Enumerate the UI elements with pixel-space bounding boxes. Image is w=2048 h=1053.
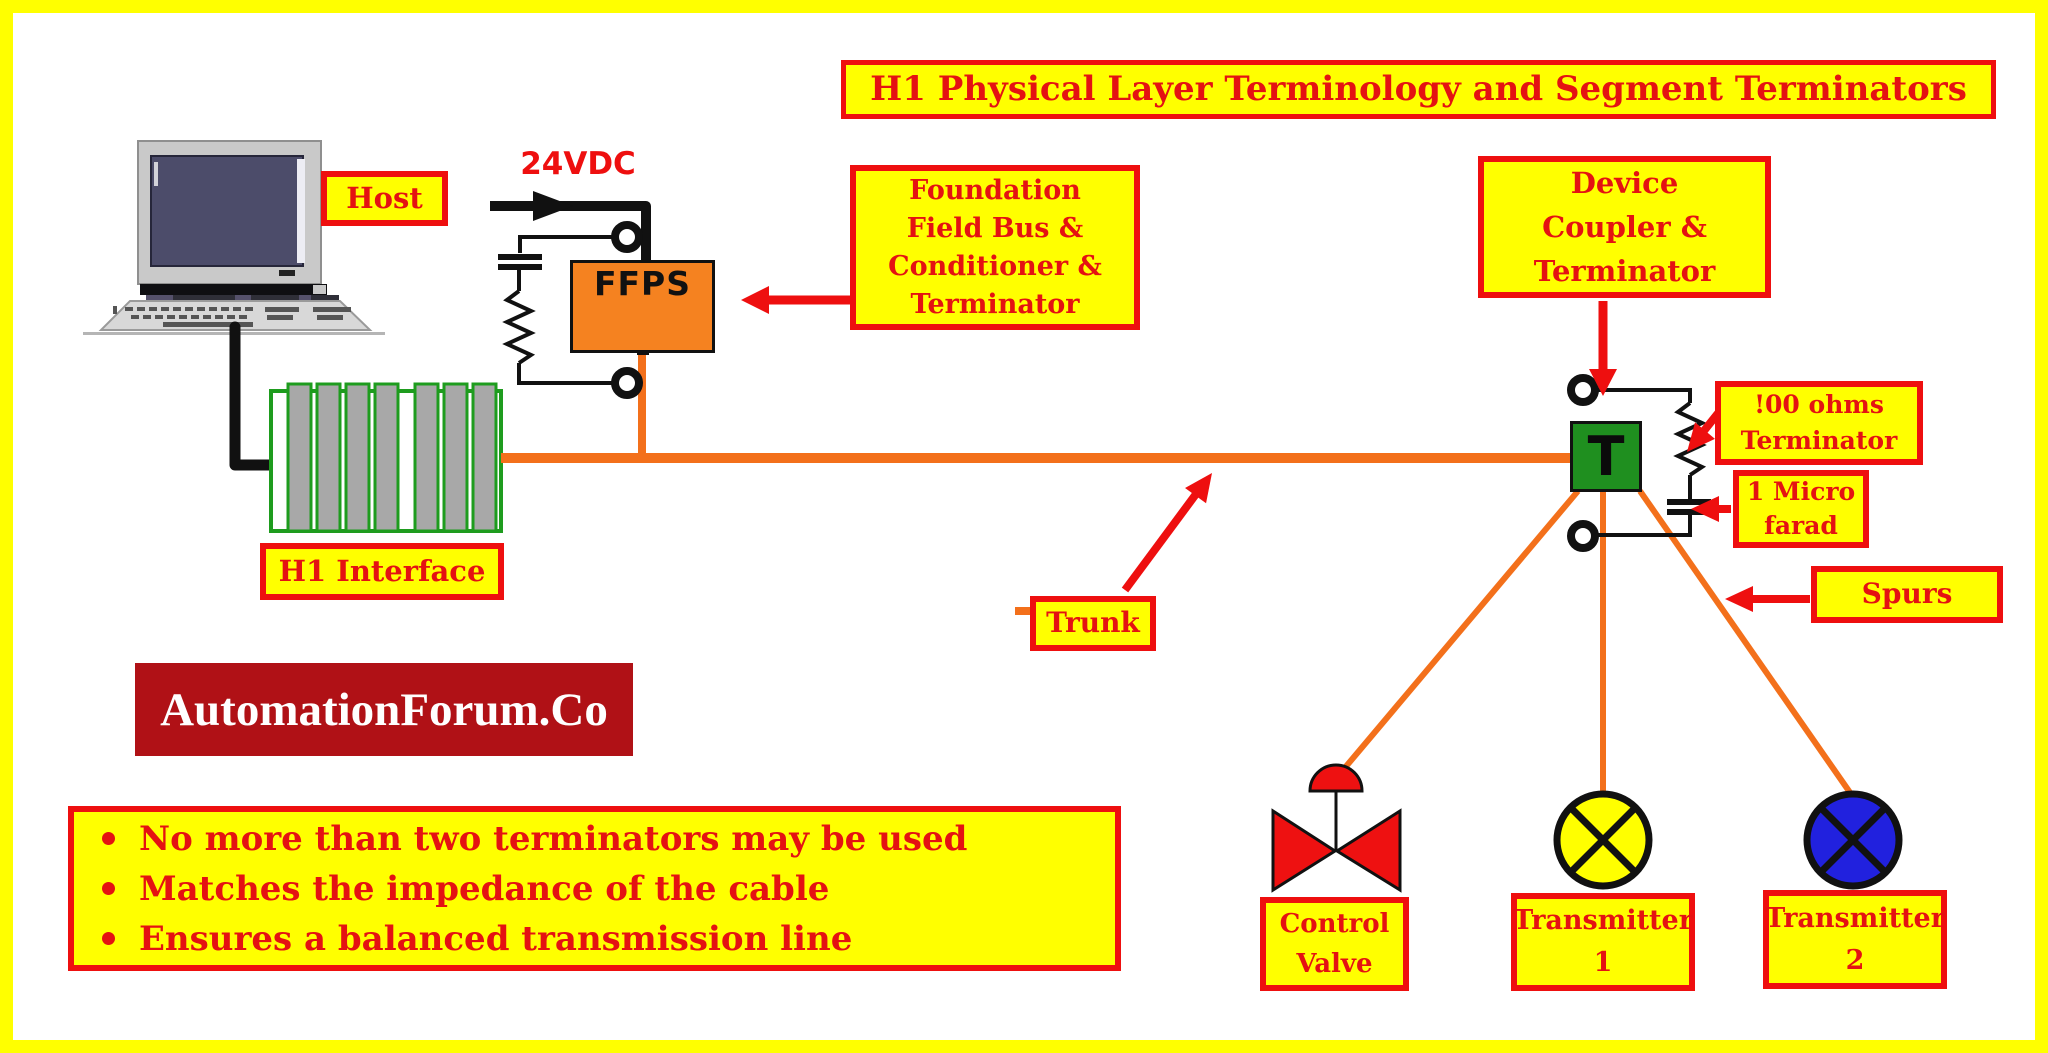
monitor-screen <box>150 155 304 267</box>
trunk-label: Trunk <box>1030 596 1156 651</box>
capacitor-plate <box>498 254 542 260</box>
keyboard-slot-3 <box>311 295 339 304</box>
monitor-stand-bar <box>140 284 327 295</box>
coupler-arrowhead <box>1589 369 1617 396</box>
terminator-wire-top <box>1596 388 1692 403</box>
trunk-arrow-shaft <box>1121 487 1203 593</box>
conditioner-wire-bottom <box>517 363 615 385</box>
terminal-circle <box>1567 374 1599 406</box>
farad-arrowhead <box>1691 496 1719 522</box>
monitor-power-button <box>279 270 295 276</box>
host-label: Host <box>321 171 448 226</box>
terminator-wire-bottom <box>1596 515 1692 537</box>
ffps-power-supply-box: FFPS <box>570 260 715 353</box>
ffps-label: FFPS <box>593 264 692 303</box>
control-valve-icon <box>1271 763 1402 893</box>
spurs-label: Spurs <box>1811 566 2003 623</box>
foundation-arrowhead <box>741 286 769 314</box>
terminal-circle <box>1567 520 1599 552</box>
screen-scrollbar-strip <box>297 159 305 263</box>
keyboard-keys <box>113 306 351 327</box>
transmitter-2-label: Transmitter 2 <box>1763 890 1947 989</box>
diagram-artwork <box>83 140 1903 893</box>
note-item: Ensures a balanced transmission line <box>102 917 1115 961</box>
ohms-arrowhead <box>1687 422 1715 452</box>
trunk-arrowhead <box>1185 473 1212 504</box>
supply-voltage-label: 24VDC <box>520 146 636 182</box>
device-coupler-note: Device Coupler & Terminator <box>1478 156 1771 298</box>
microfarad-note: 1 Micro farad <box>1733 470 1869 548</box>
note-text: Ensures a balanced transmission line <box>139 918 853 959</box>
watermark-banner: AutomationForum.Co <box>135 663 633 756</box>
h1-interface-icon <box>269 382 503 533</box>
device-coupler-terminator-symbol: T <box>1570 421 1642 492</box>
host-cable <box>229 321 275 471</box>
foundation-fieldbus-note: Foundation Field Bus & Conditioner & Ter… <box>850 165 1140 330</box>
bullet-icon <box>102 882 115 895</box>
terminator-circuit <box>1567 374 1711 552</box>
note-text: No more than two terminators may be used <box>139 818 968 859</box>
capacitor-plate <box>1667 499 1711 505</box>
valve-body-right <box>1334 808 1402 893</box>
bullet-icon <box>102 832 115 845</box>
terminal-circle <box>611 367 643 399</box>
monitor-stand-notch <box>313 285 326 294</box>
h1-interface-label: H1 Interface <box>260 543 504 600</box>
spurs-arrowhead <box>1725 586 1753 612</box>
terminator-notes-box: No more than two terminators may be used… <box>68 806 1121 971</box>
capacitor-plate <box>1667 509 1711 515</box>
capacitor-plate <box>498 264 542 270</box>
orange-dash <box>1015 607 1031 615</box>
transmitter-1-label: Transmitter 1 <box>1511 893 1695 991</box>
power-flow-arrowhead <box>533 191 573 221</box>
transmitter-2-icon <box>1803 790 1903 890</box>
valve-actuator-dome <box>1308 763 1364 793</box>
keyboard-slot-2 <box>251 295 299 304</box>
spur-to-transmitter-2 <box>1637 489 1854 796</box>
ohms-terminator-note: !00 ohms Terminator <box>1715 381 1923 465</box>
page-title: H1 Physical Layer Terminology and Segmen… <box>841 60 1996 119</box>
spur-cables <box>1340 489 1854 796</box>
resistor-symbol <box>502 289 536 365</box>
control-valve-label: Control Valve <box>1260 897 1409 991</box>
terminal-circle <box>611 221 643 253</box>
note-item: No more than two terminators may be used <box>102 817 1115 861</box>
spur-to-valve <box>1340 489 1581 772</box>
note-item: Matches the impedance of the cable <box>102 867 1115 911</box>
keyboard-slot-1 <box>173 295 235 304</box>
annotation-arrows <box>741 286 1810 612</box>
note-text: Matches the impedance of the cable <box>139 868 830 909</box>
bullet-icon <box>102 932 115 945</box>
resistor-symbol <box>1673 401 1707 477</box>
screen-glare <box>154 162 158 186</box>
valve-body-left <box>1271 808 1338 893</box>
transmitter-1-icon <box>1553 790 1653 890</box>
host-computer-icon <box>83 140 385 335</box>
conditioner-wire-top <box>518 235 616 253</box>
